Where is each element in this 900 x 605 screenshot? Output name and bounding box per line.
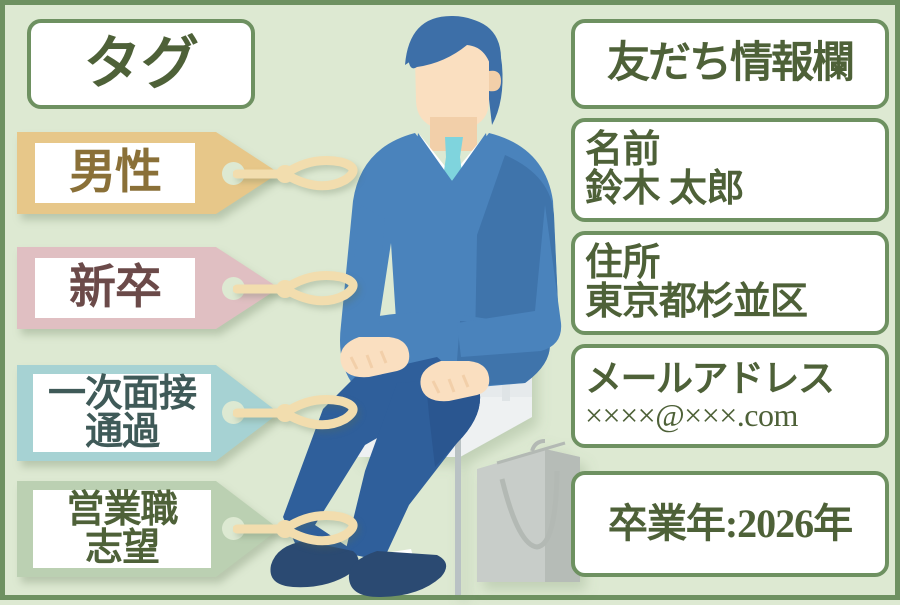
- tag-column-header: タグ: [27, 19, 255, 109]
- tag-item-new-graduate[interactable]: 新卒: [11, 237, 358, 339]
- tag-string: [233, 511, 358, 546]
- tag-label-box: 一次面接 通過: [33, 374, 211, 452]
- tag-label-box: 新卒: [35, 258, 195, 318]
- info-field-name-label: 名前: [585, 129, 661, 172]
- info-field-email: メールアドレス ××××@×××.com: [571, 344, 889, 448]
- info-field-name: 名前 鈴木 太郎: [571, 118, 889, 222]
- tag-string: [233, 156, 358, 191]
- tag-label-line-1: 営業職: [66, 489, 178, 531]
- info-column-header: 友だち情報欄: [571, 19, 889, 109]
- tag-label-line-1: 一次面接: [47, 373, 197, 415]
- tag-string: [233, 395, 358, 430]
- tag-item-first-interview-passed[interactable]: 一次面接 通過: [11, 357, 358, 469]
- info-field-address: 住所 東京都杉並区: [571, 231, 889, 335]
- tag-item-gender[interactable]: 男性: [11, 122, 358, 224]
- tag-label-line-2: 通過: [84, 411, 160, 453]
- seated-businessman-illustration: [270, 15, 580, 597]
- info-field-name-value: 鈴木 太郎: [585, 168, 745, 210]
- info-field-address-value: 東京都杉並区: [585, 281, 808, 323]
- tag-string: [233, 271, 358, 306]
- briefcase: [477, 439, 580, 582]
- info-field-address-label: 住所: [585, 242, 661, 285]
- tag-item-sales-position-desired[interactable]: 営業職 志望: [11, 473, 358, 585]
- tag-label-box: 男性: [35, 143, 195, 203]
- tag-label-line-1: 新卒: [69, 261, 162, 314]
- info-field-email-value: ××××@×××.com: [585, 396, 798, 433]
- tag-label-box: 営業職 志望: [33, 490, 211, 568]
- info-field-graduation-year-label: 卒業年:2026年: [607, 500, 853, 546]
- info-field-graduation-year: 卒業年:2026年: [571, 471, 889, 577]
- tag-label-line-2: 志望: [84, 527, 160, 569]
- info-column-header-label: 友だち情報欄: [607, 40, 855, 88]
- info-field-email-label: メールアドレス: [585, 358, 835, 400]
- tag-column-header-label: タグ: [83, 31, 199, 97]
- person-body: [270, 15, 562, 597]
- tag-label-line-1: 男性: [69, 146, 162, 199]
